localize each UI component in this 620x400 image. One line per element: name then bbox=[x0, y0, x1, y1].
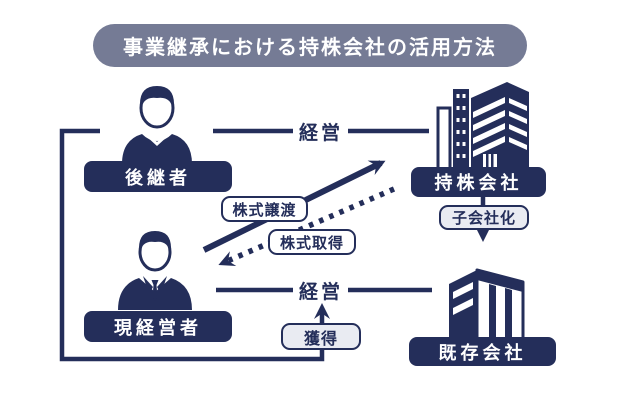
acquisition-label: 獲得 bbox=[281, 323, 361, 350]
current-manager-person-icon bbox=[118, 231, 192, 310]
successor-label: 後継者 bbox=[84, 161, 232, 192]
stock-transfer-label: 株式譲渡 bbox=[221, 196, 308, 222]
management-top-label: 経営 bbox=[298, 122, 343, 144]
management-bottom-label: 経営 bbox=[298, 281, 343, 303]
holding-company-label: 持株会社 bbox=[411, 167, 546, 197]
diagram-title: 事業継承における持株会社の活用方法 bbox=[93, 24, 527, 67]
subsidiarization-label: 子会社化 bbox=[439, 205, 529, 230]
current-manager-label: 現経営者 bbox=[84, 311, 232, 342]
existing-company-label: 既存会社 bbox=[409, 337, 556, 366]
successor-person-icon bbox=[122, 86, 192, 164]
stock-acquisition-arrow bbox=[218, 186, 396, 266]
stock-acquisition-label: 株式取得 bbox=[268, 229, 356, 255]
holding-company-building-icon bbox=[436, 82, 529, 172]
existing-company-building-icon bbox=[449, 268, 525, 342]
